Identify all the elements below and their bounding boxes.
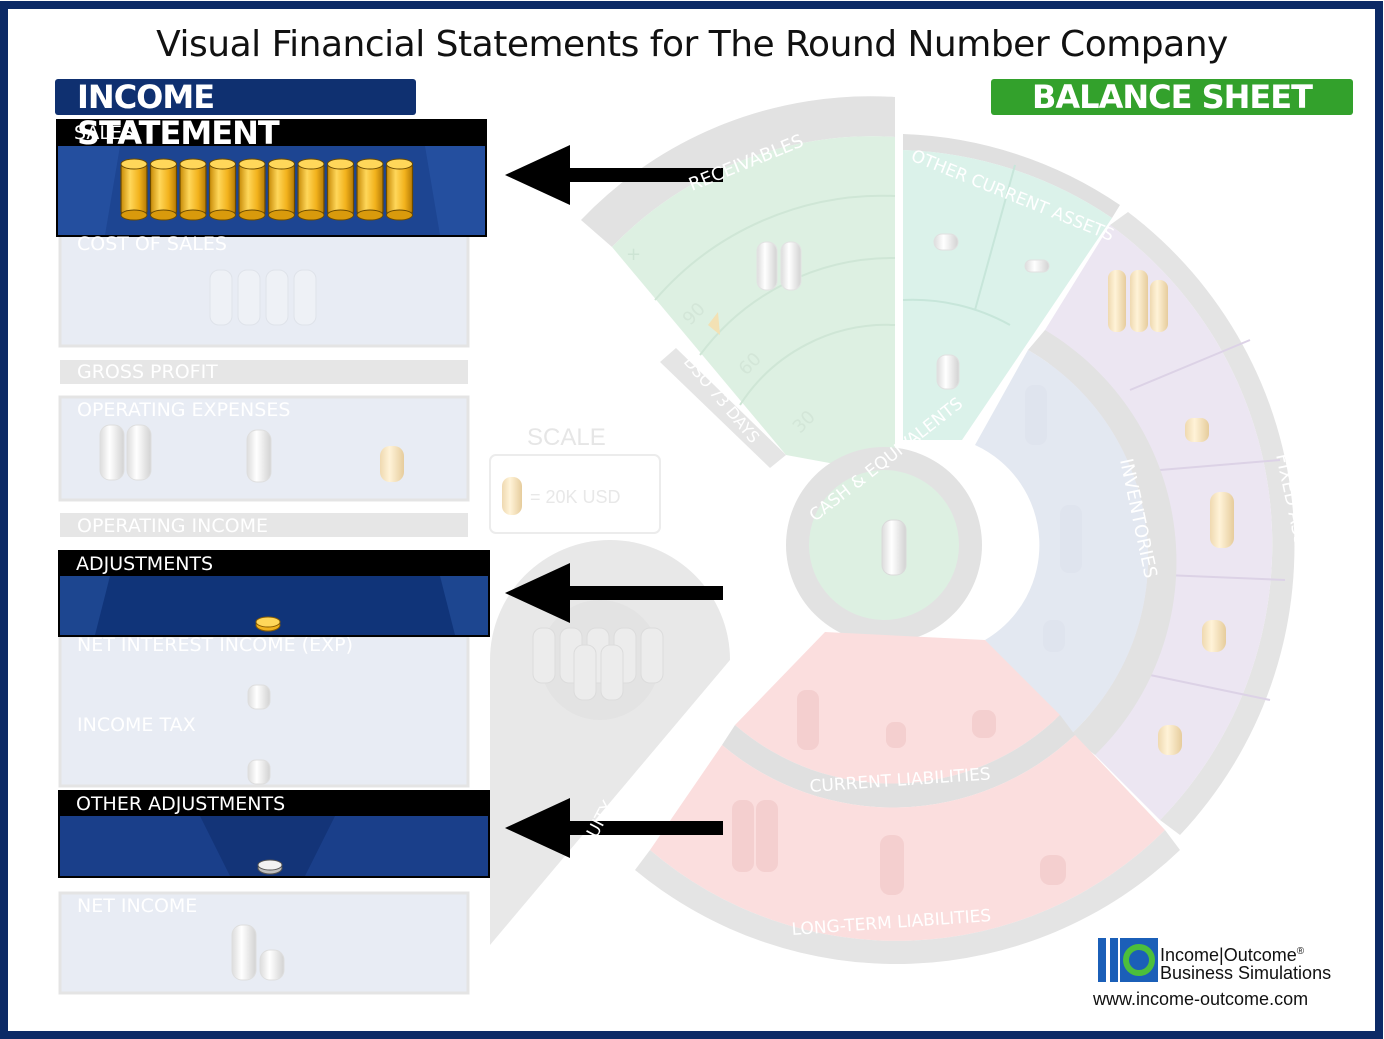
adjustments-highlight xyxy=(58,550,490,637)
other-adjustments-label: OTHER ADJUSTMENTS xyxy=(76,793,286,815)
sales-coin-top xyxy=(179,158,207,170)
sales-coin-top xyxy=(150,158,177,170)
sales-coin xyxy=(356,162,384,216)
sales-coin-top xyxy=(356,158,384,170)
sales-coin-top xyxy=(238,158,266,170)
brand-reg: ® xyxy=(1296,946,1305,957)
sales-coin xyxy=(326,162,355,216)
sales-coin xyxy=(267,162,296,216)
long-term-liabilities-sector xyxy=(650,735,1165,941)
sales-coin xyxy=(208,162,237,216)
page-title: Visual Financial Statements for The Roun… xyxy=(156,24,1228,65)
brand-logo xyxy=(1098,938,1158,982)
scale-box xyxy=(489,454,661,534)
brand-url[interactable]: www.income-outcome.com xyxy=(1093,989,1309,1009)
scale-title: SCALE xyxy=(527,424,606,451)
brand-name: Income|Outcome® xyxy=(1160,942,1304,965)
scale-coin xyxy=(502,477,522,515)
sales-coin xyxy=(149,162,178,216)
receivables-arc-1 xyxy=(654,194,896,301)
cost-of-sales-panel xyxy=(58,231,470,348)
operating-expenses-label: OPERATING EXPENSES xyxy=(77,399,291,421)
sales-coin-base xyxy=(238,209,266,221)
net-interest-label: NET INTEREST INCOME (EXP) xyxy=(77,634,353,656)
sales-coin-base xyxy=(327,209,354,221)
operating-income-label: OPERATING INCOME xyxy=(77,515,268,537)
other-adjustments-highlight xyxy=(58,790,490,878)
sales-coin-base xyxy=(120,209,148,221)
net-interest-panel xyxy=(58,634,470,788)
income-tax-label: INCOME TAX xyxy=(77,714,196,736)
receivables-sector xyxy=(612,136,895,475)
sales-coin-base xyxy=(356,209,384,221)
sales-coin-top xyxy=(297,158,325,170)
sales-coin-stack xyxy=(120,158,414,221)
current-liabilities-band xyxy=(722,715,1075,808)
brand-line1: Income|Outcome xyxy=(1160,945,1297,965)
adjustments-label: ADJUSTMENTS xyxy=(76,553,214,575)
receivables-band xyxy=(581,96,895,247)
sales-coin-top xyxy=(209,158,236,170)
receivables-arc-3 xyxy=(739,323,896,406)
arrow-adjustments xyxy=(505,563,723,623)
sales-coin-top xyxy=(120,158,148,170)
arrow-other-adjustments xyxy=(505,798,723,858)
long-term-liabilities-band xyxy=(635,830,1180,965)
inventories-band xyxy=(1028,330,1177,755)
balance-sheet-coins xyxy=(532,233,1234,895)
sales-label: SALES xyxy=(74,122,135,144)
sales-coin xyxy=(297,162,325,216)
brand-tagline: Business Simulations xyxy=(1160,963,1332,983)
dso-band xyxy=(660,348,786,468)
dso-marker xyxy=(708,312,720,335)
other-current-assets-band xyxy=(903,134,1120,218)
balance-sheet-header: BALANCE SHEET xyxy=(991,79,1353,115)
income-statement-ghost-panels xyxy=(58,231,470,995)
dso-plus: + xyxy=(626,244,641,265)
sales-coin-base xyxy=(150,209,177,221)
sales-highlight xyxy=(56,119,487,237)
sales-coin-base xyxy=(209,209,236,221)
sales-coin xyxy=(120,162,148,216)
sales-coin xyxy=(179,162,207,216)
oca-divider xyxy=(902,164,1016,326)
sales-coin-top xyxy=(386,158,413,170)
sales-coin xyxy=(385,162,414,216)
operating-income-bar xyxy=(60,513,468,537)
fixed-assets-band xyxy=(1110,212,1295,835)
scale-text: = 20K USD xyxy=(530,487,621,507)
sales-coin xyxy=(238,162,266,216)
sales-coin-base xyxy=(386,209,413,221)
cost-of-sales-label: COST OF SALES xyxy=(77,233,227,255)
sales-coin-top xyxy=(268,158,295,170)
sales-coin-base xyxy=(179,209,207,221)
fixed-assets-lines xyxy=(1129,339,1286,701)
arrow-sales xyxy=(505,145,723,205)
net-income-label: NET INCOME xyxy=(77,895,198,917)
sales-coin-base xyxy=(268,209,295,221)
income-statement-header: INCOME STATEMENT xyxy=(55,79,416,151)
sales-coin-base xyxy=(297,209,325,221)
sales-coin-top xyxy=(327,158,354,170)
gross-profit-bar xyxy=(60,360,468,384)
gross-profit-label: GROSS PROFIT xyxy=(77,361,218,383)
